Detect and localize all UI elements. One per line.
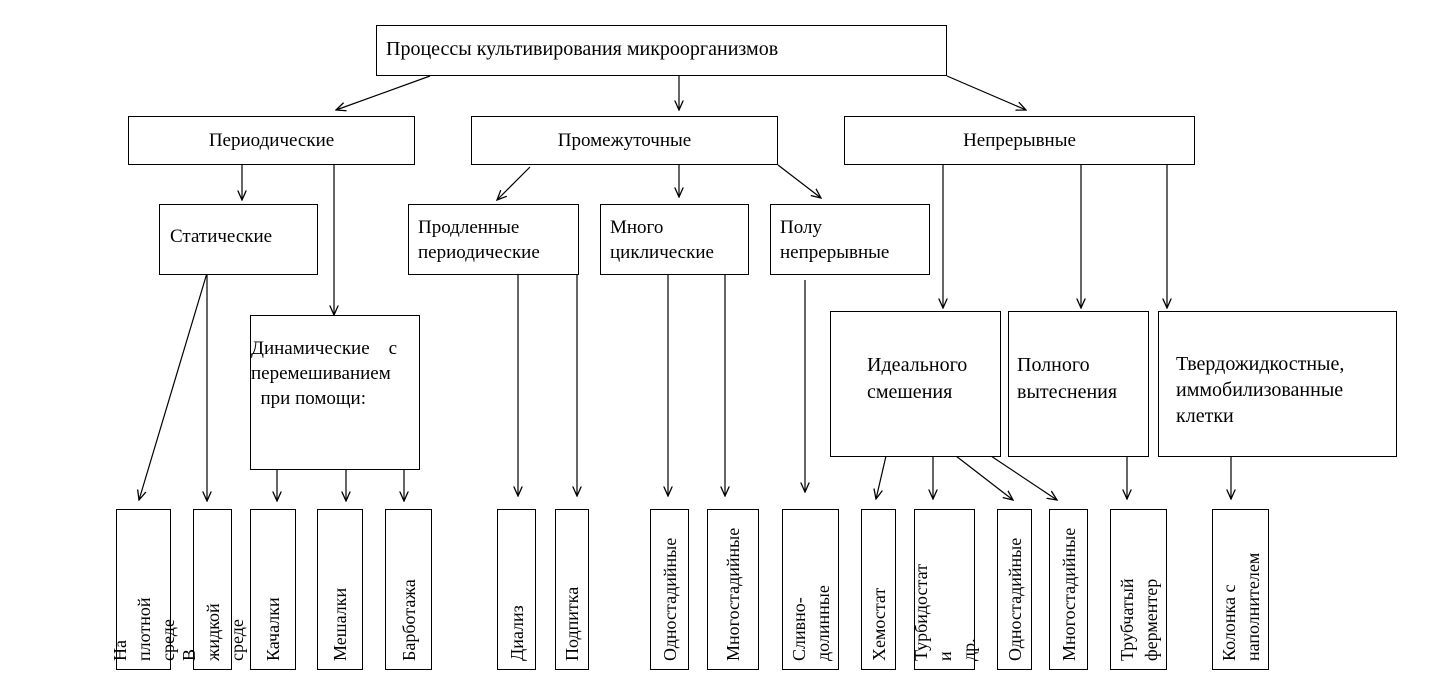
node-intermediate-label: Промежуточные bbox=[557, 130, 692, 151]
leaf-tubular-fermenter: Трубчатый ферментер bbox=[1110, 509, 1167, 670]
leaf-liquid-medium: В жидкой среде bbox=[179, 509, 247, 670]
leaf-packed-column: Колонка с наполнителем bbox=[1212, 509, 1269, 670]
leaf-bubbling-label: Барботажа bbox=[398, 579, 419, 661]
leaf-shakers-label: Качалки bbox=[263, 597, 283, 661]
leaf-dialysis: Диализ bbox=[497, 509, 536, 670]
arrow-root-to-continuous bbox=[946, 75, 1026, 110]
leaf-dialysis-label: Диализ bbox=[506, 605, 527, 661]
node-solid-liquid-label: Твердожидкостные, иммобилизованные клетк… bbox=[1176, 353, 1345, 427]
leaf-multi-stage-1: Многостадийные bbox=[707, 509, 759, 670]
leaf-single-stage-2: Одностадийные bbox=[997, 509, 1032, 670]
node-multicyclic-label: Много циклические bbox=[610, 217, 714, 263]
leaf-single-stage-1: Одностадийные bbox=[650, 509, 689, 670]
leaf-multi-stage-2-label: Многостадийные bbox=[1058, 527, 1079, 661]
leaf-chemostat: Хемостат bbox=[861, 509, 896, 670]
node-ideal-mixing-label: Идеального смешения bbox=[867, 354, 968, 403]
arrow-static-to-solid-medium bbox=[139, 272, 208, 500]
node-dynamic-label: Динамические с перемешиванием при помощи… bbox=[251, 338, 398, 409]
leaf-tubular-fermenter-label: Трубчатый ферментер bbox=[1116, 578, 1161, 661]
arrow-intermediate-to-extended bbox=[497, 166, 531, 200]
node-dynamic: Динамические с перемешиванием при помощи… bbox=[250, 315, 420, 470]
node-extended-periodic-label: Продленные периодические bbox=[418, 217, 540, 263]
leaf-solid-medium-label: На плотной среде bbox=[109, 597, 178, 661]
leaf-multi-stage-2: Многостадийные bbox=[1049, 509, 1088, 670]
leaf-feeding: Подпитка bbox=[555, 509, 589, 670]
arrow-ideal-to-chemostat bbox=[876, 455, 887, 499]
node-periodic-label: Периодические bbox=[208, 130, 335, 151]
leaf-shakers: Качалки bbox=[250, 509, 296, 670]
node-full-displacement: Полного вытеснения bbox=[1008, 311, 1149, 457]
leaf-liquid-medium-label: В жидкой среде bbox=[178, 603, 247, 661]
node-multicyclic: Много циклические bbox=[600, 204, 749, 275]
node-continuous: Непрерывные bbox=[844, 116, 1195, 165]
leaf-chemostat-label: Хемостат bbox=[868, 587, 889, 661]
leaf-feeding-label: Подпитка bbox=[562, 586, 582, 661]
arrow-root-to-periodic bbox=[336, 75, 431, 110]
node-continuous-label: Непрерывные bbox=[963, 130, 1076, 151]
node-ideal-mixing: Идеального смешения bbox=[830, 311, 1001, 457]
root-label: Процессы культивирования микроорганизмов bbox=[386, 38, 779, 60]
leaf-single-stage-1-label: Одностадийные bbox=[659, 537, 680, 661]
leaf-turbidostat: Турбидостат и др. bbox=[911, 509, 979, 670]
node-extended-periodic: Продленные периодические bbox=[408, 204, 579, 275]
node-periodic: Периодические bbox=[128, 116, 415, 165]
leaf-drain-valley: Сливно- долинные bbox=[782, 509, 839, 670]
leaf-multi-stage-1-label: Многостадийные bbox=[723, 527, 743, 661]
leaf-stirrers-label: Мешалки bbox=[330, 587, 350, 661]
node-static: Статические bbox=[159, 204, 318, 275]
leaf-bubbling: Барботажа bbox=[385, 509, 432, 670]
node-intermediate: Промежуточные bbox=[471, 116, 778, 165]
root-node: Процессы культивирования микроорганизмов bbox=[376, 25, 947, 76]
leaf-stirrers: Мешалки bbox=[317, 509, 363, 670]
leaf-solid-medium: На плотной среде bbox=[110, 509, 178, 670]
arrow-intermediate-to-semicontinuous bbox=[777, 164, 821, 198]
arrow-ideal-to-single-stage bbox=[955, 455, 1013, 500]
leaf-turbidostat-label: Турбидостат и др. bbox=[910, 564, 979, 661]
node-full-displacement-label: Полного вытеснения bbox=[1017, 354, 1118, 403]
leaf-drain-valley-label: Сливно- долинные bbox=[788, 585, 833, 661]
node-static-label: Статические bbox=[170, 226, 273, 247]
leaf-single-stage-2-label: Одностадийные bbox=[1004, 537, 1025, 661]
leaf-packed-column-label: Колонка с наполнителем bbox=[1218, 552, 1263, 661]
node-solid-liquid: Твердожидкостные, иммобилизованные клетк… bbox=[1158, 311, 1397, 457]
node-semicontinuous: Полу непрерывные bbox=[770, 204, 930, 275]
arrow-ideal-to-multi-stage bbox=[990, 455, 1057, 500]
node-semicontinuous-label: Полу непрерывные bbox=[780, 217, 890, 263]
